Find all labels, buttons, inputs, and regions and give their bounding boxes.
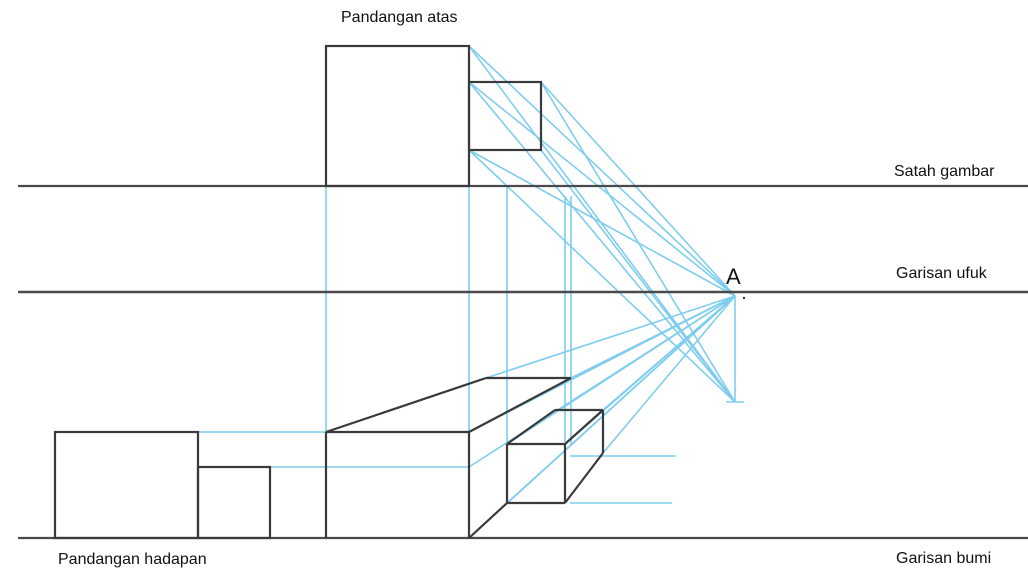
label-top-view: Pandangan atas [341,9,458,26]
label-station-point: A [726,264,741,289]
front-view-tall-block [53,430,200,540]
label-front-view: Pandangan hadapan [58,551,207,568]
perspective-small-block [505,408,605,505]
projection-lines [198,45,744,539]
top-view-small-block [467,80,543,152]
label-picture-plane: Satah gambar [894,163,995,180]
top-view-main-block [324,44,471,188]
label-horizon-line: Garisan ufuk [896,265,987,282]
front-view-short-block [196,465,272,540]
label-ground-line: Garisan bumi [896,550,992,567]
station-point-dot [742,296,746,300]
perspective-large-block [324,376,572,539]
object-outlines [53,44,605,540]
reference-lines [18,184,1028,540]
